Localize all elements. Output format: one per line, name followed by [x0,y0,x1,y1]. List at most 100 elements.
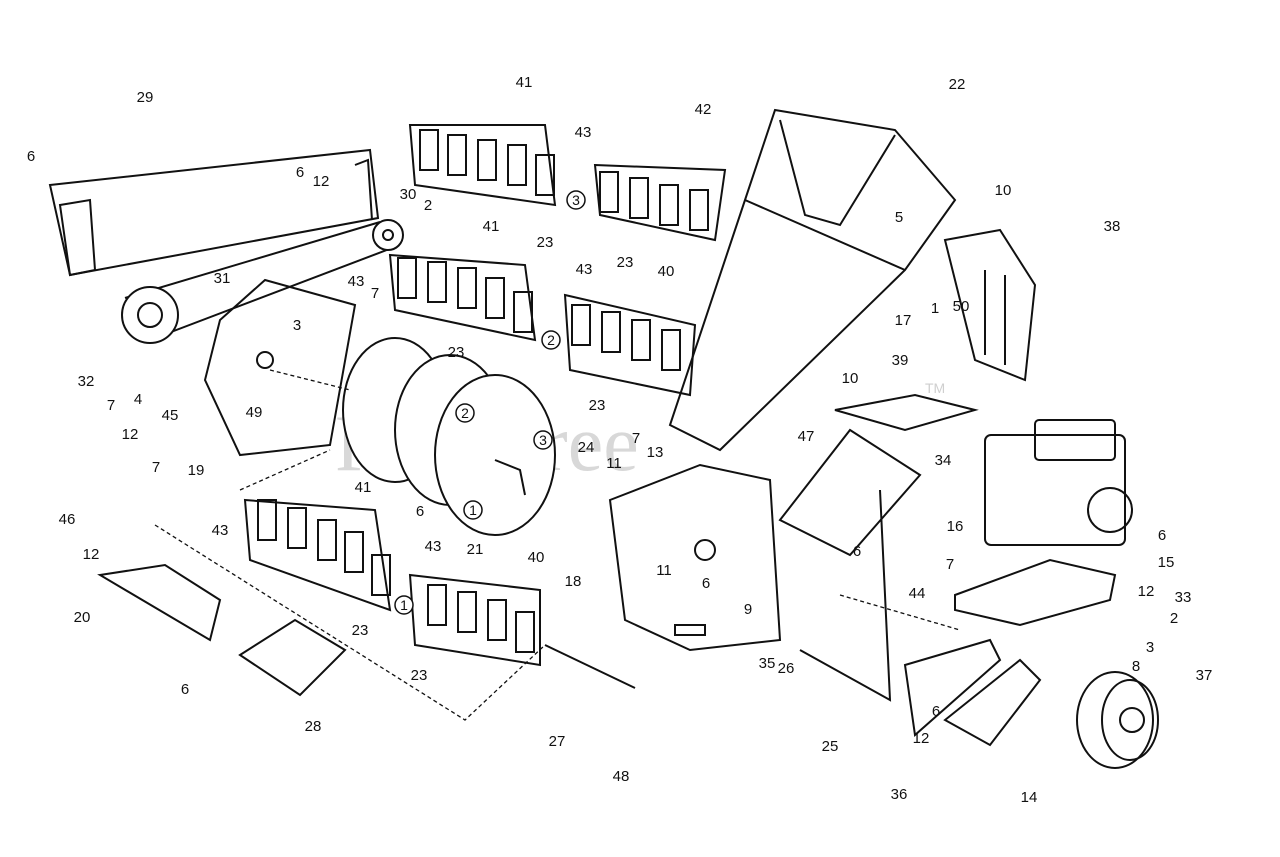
rear-housing-plate [203,278,357,457]
blade-set-middle [388,253,537,342]
part-label: 6 [296,164,304,181]
part-label: 7 [946,556,954,573]
part-label: 6 [702,575,710,592]
blade-set-upper-right [593,163,727,242]
part-label: 29 [137,89,154,106]
part-label: 23 [352,622,369,639]
wheel [1076,671,1159,769]
hopper-chute [668,108,957,452]
part-label: 15 [1158,554,1175,571]
part-label: 7 [371,285,379,302]
circled-marker: 3 [566,190,586,210]
part-label: 43 [212,522,229,539]
part-label: 6 [932,703,940,720]
part-label: 10 [995,182,1012,199]
part-label: 42 [695,101,712,118]
part-label: 9 [744,601,752,618]
circled-marker-ring [566,190,586,210]
part-label: 20 [74,609,91,626]
part-label: 33 [1175,589,1192,606]
part-label: 43 [348,273,365,290]
part-label: 46 [59,511,76,528]
circled-marker-number: 3 [572,192,580,208]
part-label: 24 [578,439,595,456]
part-label: 12 [313,173,330,190]
part-label: 26 [778,660,795,677]
part-label: 32 [78,373,95,390]
rotor-shaft [544,644,636,689]
engine-mount-plate [954,558,1117,627]
part-label: 14 [1021,789,1038,806]
part-label: 23 [411,667,428,684]
part-label: 41 [483,218,500,235]
discharge-deflector [943,228,1037,382]
screen-grate [238,618,347,697]
part-label: 7 [152,459,160,476]
circled-marker: 3 [533,430,553,450]
part-label: 11 [656,562,672,579]
part-label: 27 [549,733,566,750]
part-label: 6 [416,503,424,520]
part-label: 2 [1170,610,1178,627]
part-label: 41 [355,479,372,496]
part-label: 7 [107,397,115,414]
part-label: 35 [759,655,776,672]
part-label: 17 [895,312,912,329]
blade-set-lower [408,573,541,667]
blade-set-middle-right [563,293,697,397]
rotor-discs [342,337,556,536]
part-label: 45 [162,407,179,424]
main-housing [608,463,782,652]
part-label: 49 [246,404,263,421]
circled-marker-number: 2 [461,405,469,421]
part-label: 3 [293,317,301,334]
part-label: 1 [931,300,939,317]
part-label: 10 [842,370,859,387]
part-label: 16 [947,518,964,535]
part-label: 43 [575,124,592,141]
circled-marker: 2 [455,403,475,423]
circled-marker-ring [533,430,553,450]
part-label: 21 [467,541,484,558]
part-label: 23 [589,397,606,414]
circled-marker: 1 [394,595,414,615]
circled-marker-ring [463,500,483,520]
part-label: 38 [1104,218,1121,235]
part-label: 6 [1158,527,1166,544]
engine [984,419,1133,546]
part-label: 40 [658,263,675,280]
part-label: 48 [613,768,630,785]
drive-belt [121,219,404,344]
part-label: 50 [953,298,970,315]
circled-marker-number: 1 [469,502,477,518]
part-label: 6 [181,681,189,698]
circled-marker: 2 [541,330,561,350]
part-label: 11 [606,455,622,472]
part-label: 43 [576,261,593,278]
blade-set-top [408,124,557,207]
part-label: 34 [935,452,952,469]
part-label: 23 [448,344,465,361]
part-label: 25 [822,738,839,755]
circled-marker: 1 [463,500,483,520]
part-label: 4 [134,391,142,408]
axle-bracket [903,638,1042,747]
blade-set-lower-left [243,498,392,612]
part-label: 40 [528,549,545,566]
part-label: 8 [1132,658,1140,675]
part-label: 44 [909,585,926,602]
part-label: 41 [516,74,533,91]
part-label: 6 [27,148,35,165]
part-label: 12 [122,426,139,443]
part-label: 12 [1138,583,1155,600]
part-label: 37 [1196,667,1213,684]
watermark-trademark: TM [925,380,945,396]
part-label: 5 [895,209,903,226]
circled-marker-number: 2 [547,332,555,348]
part-label: 39 [892,352,909,369]
circled-marker-ring [541,330,561,350]
top-grate [834,393,979,432]
part-label: 23 [537,234,554,251]
